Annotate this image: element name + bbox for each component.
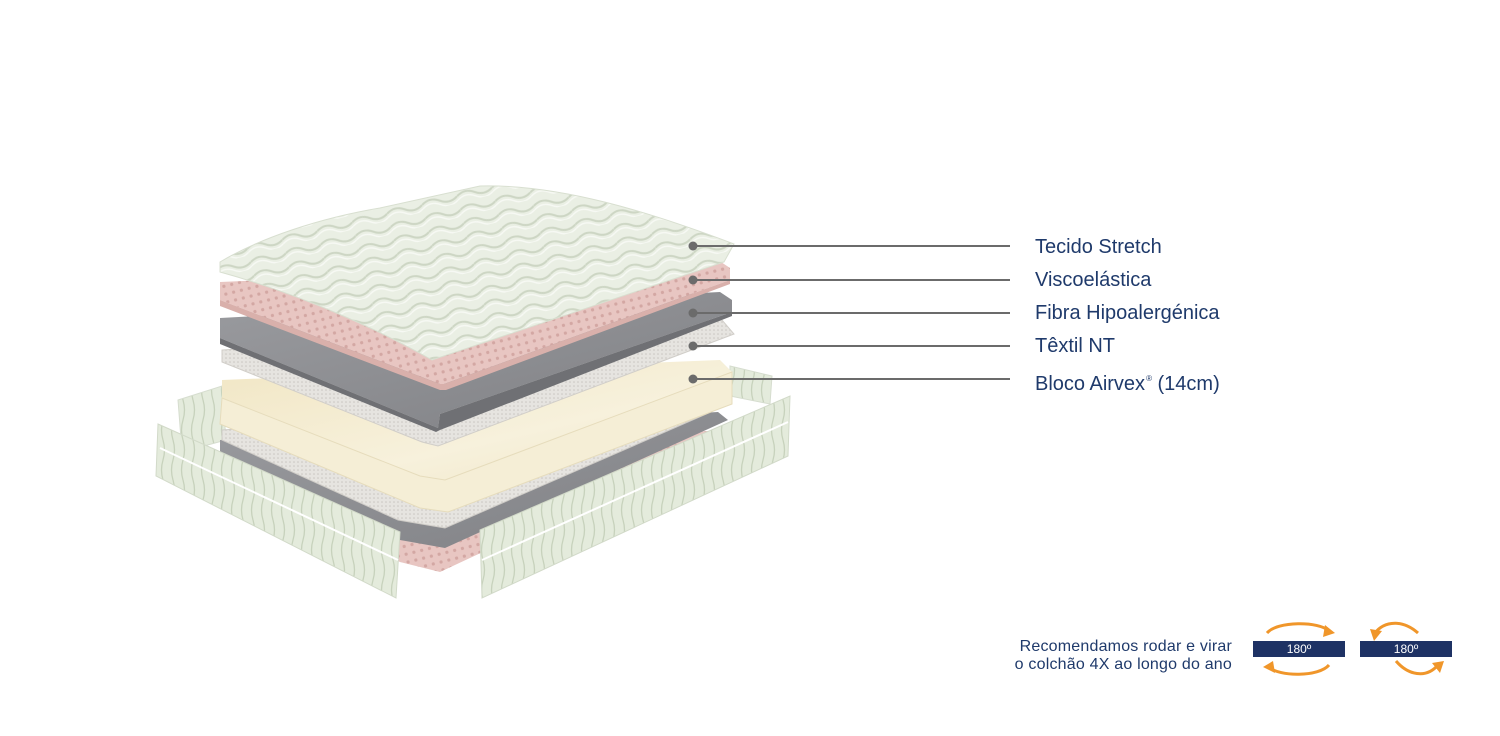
label-tecido-stretch: Tecido Stretch bbox=[1035, 236, 1162, 258]
leader-lines bbox=[688, 241, 1010, 384]
registered-mark: ® bbox=[1146, 374, 1152, 383]
leader-viscoelastica bbox=[688, 275, 1010, 285]
side-border-front bbox=[155, 395, 791, 599]
leader-tecido-stretch bbox=[688, 241, 1010, 251]
rotate-horizontal-icon bbox=[1263, 622, 1335, 676]
label-bloco-airvex-text: Bloco Airvex bbox=[1035, 373, 1146, 395]
leader-fibra-hipoalergenica bbox=[688, 308, 1010, 318]
recommendation-line-1: Recomendamos rodar e virar bbox=[1019, 638, 1232, 655]
label-fibra-hipoalergenica-text: Fibra Hipoalergénica bbox=[1035, 302, 1220, 324]
label-viscoelastica: Viscoelástica bbox=[1035, 269, 1151, 291]
label-textil-nt: Têxtil NT bbox=[1035, 335, 1115, 357]
rotate-horizontal-badge: 180º bbox=[1253, 641, 1345, 657]
label-fibra-hipoalergenica: Fibra Hipoalergénica bbox=[1035, 302, 1220, 324]
label-bloco-airvex: Bloco Airvex® (14cm) bbox=[1035, 368, 1220, 395]
label-viscoelastica-text: Viscoelástica bbox=[1035, 269, 1152, 291]
label-bloco-airvex-suffix: (14cm) bbox=[1151, 373, 1220, 395]
flip-vertical-label: 180º bbox=[1393, 642, 1419, 656]
recommendation-line-2: o colchão 4X ao longo do ano bbox=[1014, 656, 1232, 673]
leader-textil-nt bbox=[688, 341, 1010, 351]
rotate-horizontal-label: 180º bbox=[1286, 642, 1312, 656]
leader-bloco-airvex bbox=[688, 374, 1010, 384]
rotation-recommendation: Recomendamos rodar e virar o colchão 4X … bbox=[912, 638, 1232, 674]
label-textil-nt-text: Têxtil NT bbox=[1035, 335, 1115, 357]
flip-vertical-icon bbox=[1370, 621, 1444, 676]
tecido-stretch-layer bbox=[219, 185, 735, 361]
flip-vertical-badge: 180º bbox=[1360, 641, 1452, 657]
label-tecido-stretch-text: Tecido Stretch bbox=[1035, 236, 1162, 258]
